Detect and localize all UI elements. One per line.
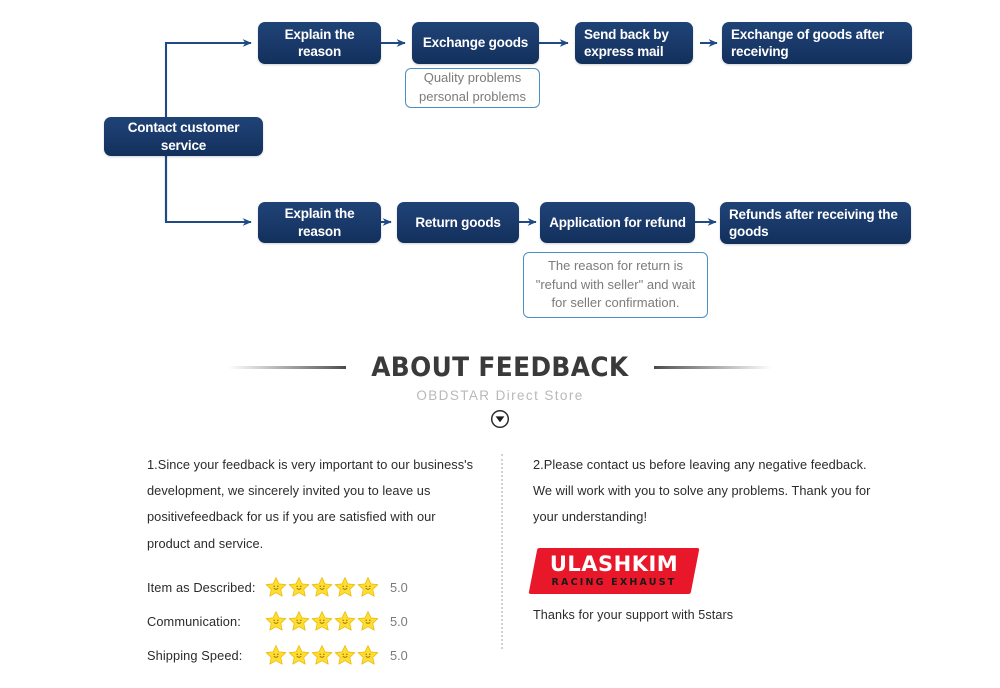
logo-tagline: RACING EXHAUST <box>551 577 677 589</box>
rating-stars[interactable] <box>265 610 379 632</box>
node-send-back-by-express-mail[interactable]: Send back by express mail <box>575 22 693 64</box>
rating-stars[interactable] <box>265 644 379 666</box>
rating-label: Communication: <box>147 613 241 629</box>
column-divider <box>501 454 503 649</box>
star-icon <box>265 577 287 597</box>
feedback-paragraph-2: 2.Please contact us before leaving any n… <box>533 457 871 525</box>
node-label: Exchange of goods after receiving <box>731 26 884 59</box>
rating-score: 5.0 <box>390 647 408 663</box>
thanks-message: Thanks for your support with 5stars <box>533 608 734 622</box>
callout-text: Quality problems personal problems <box>419 70 526 104</box>
star-icon <box>334 611 356 631</box>
callout-refund-instructions: The reason for return is "refund with se… <box>523 252 708 318</box>
feedback-body: 1.Since your feedback is very important … <box>0 452 1000 665</box>
star-icon <box>265 645 287 665</box>
divider-line-left <box>228 366 347 369</box>
star-icon <box>288 611 310 631</box>
node-refund-explain-the-reason[interactable]: Explain the reason <box>258 202 381 243</box>
star-icon <box>311 645 333 665</box>
node-label: Refunds after receiving the goods <box>729 206 898 239</box>
star-icon <box>311 577 333 597</box>
chevron-down-circle-icon[interactable] <box>0 409 1000 429</box>
feedback-paragraph-1: 1.Since your feedback is very important … <box>147 457 474 551</box>
node-exchange-of-goods-after-receiving[interactable]: Exchange of goods after receiving <box>722 22 912 64</box>
node-return-goods[interactable]: Return goods <box>397 202 519 243</box>
node-exchange-explain-the-reason[interactable]: Explain the reason <box>258 22 381 64</box>
ulashkim-logo: ULASHKIM RACING EXHAUST <box>528 548 700 594</box>
node-label: Application for refund <box>549 214 686 230</box>
divider-line-right <box>653 366 772 369</box>
rating-label: Item as Described: <box>147 579 256 595</box>
star-icon <box>334 577 356 597</box>
page-title: ABOUT FEEDBACK <box>371 352 629 383</box>
flowchart-connectors <box>164 39 718 226</box>
title-rule-row: ABOUT FEEDBACK <box>0 352 1000 383</box>
returns-flowchart: Contact customer service Explain the rea… <box>0 0 1000 340</box>
about-feedback-header: ABOUT FEEDBACK OBDSTAR Direct Store <box>0 352 1000 429</box>
star-icon <box>334 645 356 665</box>
star-icon <box>288 577 310 597</box>
node-label: Explain the reason <box>284 206 355 239</box>
callout-text: The reason for return is "refund with se… <box>535 257 696 311</box>
star-icon <box>357 611 379 631</box>
node-label: Send back by express mail <box>584 26 669 59</box>
star-icon <box>357 645 379 665</box>
node-label: Explain the reason <box>284 26 355 59</box>
rating-score: 5.0 <box>390 579 408 595</box>
rating-row: Communication: 5.0 <box>147 604 408 638</box>
node-exchange-goods[interactable]: Exchange goods <box>412 22 539 64</box>
rating-score: 5.0 <box>390 613 408 629</box>
node-refunds-after-receiving-the-goods[interactable]: Refunds after receiving the goods <box>720 202 911 244</box>
rating-label: Shipping Speed: <box>147 647 243 663</box>
callout-exchange-reasons: Quality problems personal problems <box>405 68 540 108</box>
node-application-for-refund[interactable]: Application for refund <box>540 202 695 243</box>
star-icon <box>357 577 379 597</box>
logo-brand-name: ULASHKIM <box>549 552 679 577</box>
star-icon <box>288 645 310 665</box>
brand-block: ULASHKIM RACING EXHAUST Thanks for your … <box>528 548 734 622</box>
node-label: Exchange goods <box>422 35 529 51</box>
node-contact-customer-service[interactable]: Contact customer service <box>104 117 263 156</box>
node-label: Contact customer service <box>127 120 240 153</box>
rating-row: Shipping Speed: 5.0 <box>147 638 408 672</box>
star-icon <box>265 611 287 631</box>
node-label: Return goods <box>415 214 501 230</box>
star-icon <box>311 611 333 631</box>
rating-stars[interactable] <box>265 576 379 598</box>
store-subtitle: OBDSTAR Direct Store <box>416 388 584 403</box>
rating-row: Item as Described: 5.0 <box>147 570 408 604</box>
